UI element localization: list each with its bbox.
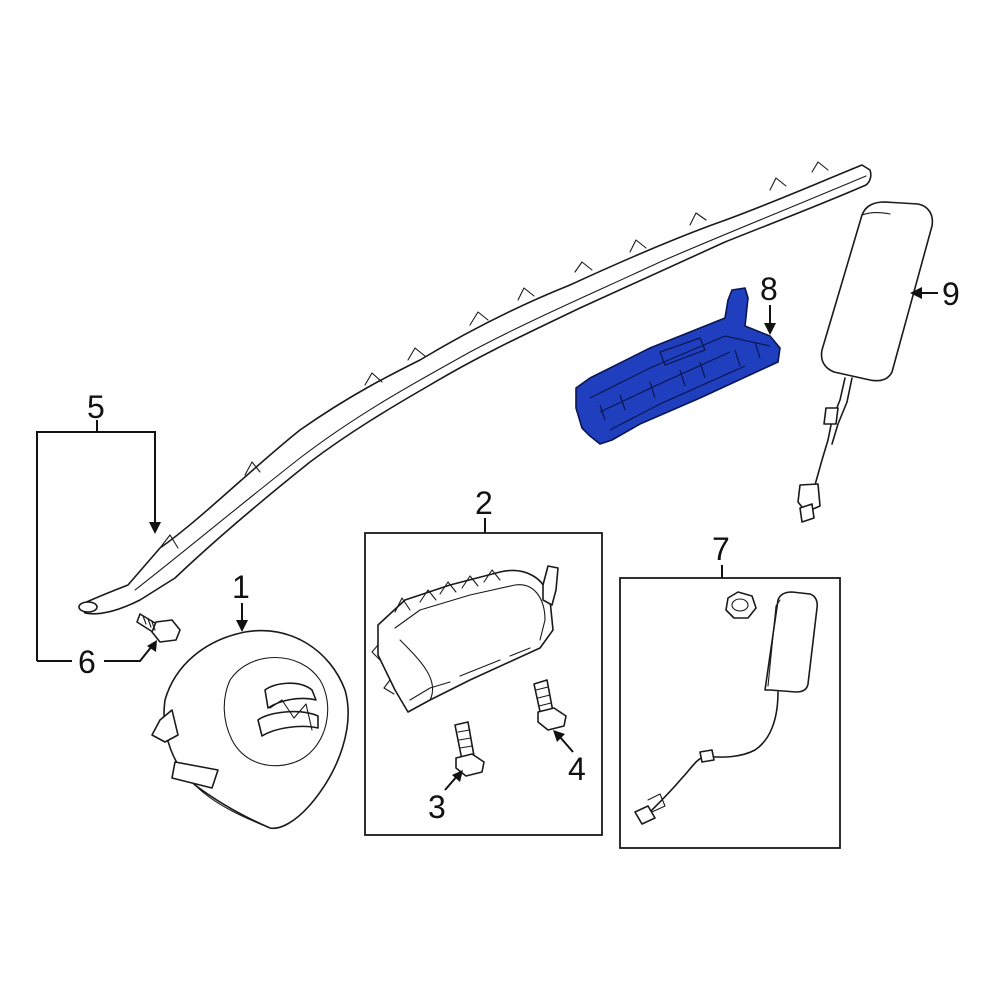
- callout-3: 3: [428, 789, 446, 825]
- callout-8: 8: [760, 271, 778, 307]
- part-5-curtain-airbag[interactable]: [78, 161, 872, 615]
- callout-1: 1: [232, 569, 250, 605]
- part-7-group-box: [619, 577, 841, 849]
- part-1-steering-wheel-airbag[interactable]: [151, 629, 349, 830]
- part-8-airbag-control-module[interactable]: [575, 287, 781, 445]
- part-3-bolt[interactable]: [454, 721, 485, 777]
- part-2-passenger-airbag[interactable]: [371, 565, 559, 713]
- callout-leaders: [36, 287, 938, 791]
- part-2-group-box: [364, 532, 603, 836]
- part-4-bolt[interactable]: [533, 679, 567, 731]
- callout-6: 6: [78, 644, 96, 680]
- part-9-side-airbag[interactable]: [797, 201, 934, 523]
- callout-2: 2: [475, 485, 493, 521]
- part-7-airbag-module[interactable]: [634, 591, 819, 825]
- part-8-body: [575, 287, 781, 445]
- callout-9: 9: [942, 276, 960, 312]
- callout-4: 4: [568, 751, 586, 787]
- callout-5: 5: [87, 389, 105, 425]
- callout-7: 7: [712, 531, 730, 567]
- part-7-nut[interactable]: [725, 591, 757, 619]
- part-6-bolt[interactable]: [136, 613, 181, 643]
